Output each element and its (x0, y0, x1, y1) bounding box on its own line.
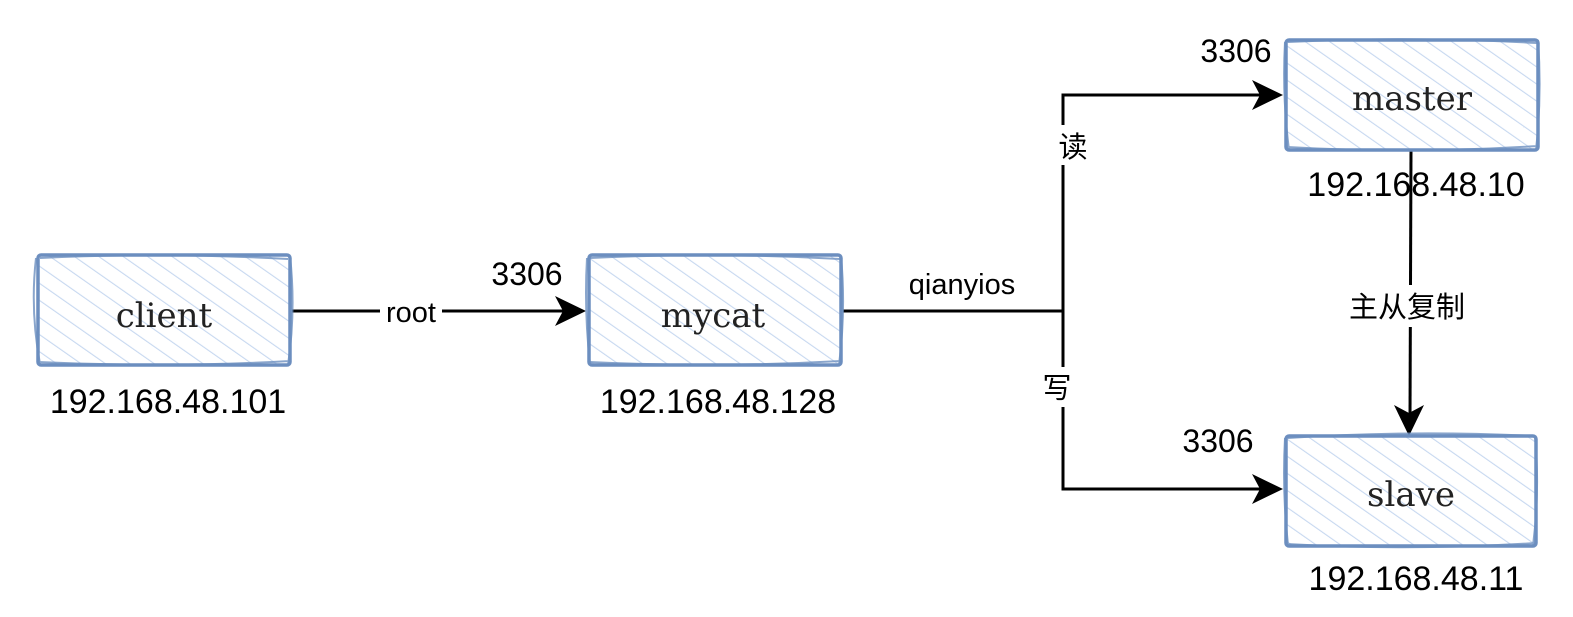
svg-text:qianyios: qianyios (909, 269, 1015, 301)
port-label-mycat: 3306 (491, 256, 562, 292)
node-label-mycat: mycat (661, 296, 766, 336)
edge-replication[interactable] (1394, 149, 1424, 436)
node-client[interactable]: client (32, 253, 294, 367)
edge-to-slave[interactable] (1061, 311, 1283, 504)
port-label-master: 3306 (1200, 33, 1271, 69)
node-label-master: master (1352, 79, 1473, 119)
edge-label-root: root (380, 296, 442, 329)
node-master[interactable]: master (1283, 38, 1541, 152)
edge-to-master[interactable] (1061, 80, 1283, 311)
edge-label-replication: 主从复制 (1336, 285, 1478, 327)
ip-label-slave: 192.168.48.11 (1309, 560, 1524, 598)
port-label-slave: 3306 (1182, 423, 1253, 459)
svg-text:root: root (386, 297, 436, 329)
edge-label-read: 读 (1055, 125, 1088, 165)
arrowhead-icon (555, 296, 586, 326)
edge-label-qianyios: qianyios (909, 269, 1015, 301)
svg-text:读: 读 (1058, 131, 1087, 164)
ip-label-mycat: 192.168.48.128 (600, 383, 836, 421)
edge-label-write: 写 (1040, 367, 1074, 407)
ip-label-client: 192.168.48.101 (50, 383, 286, 421)
node-mycat[interactable]: mycat (585, 253, 845, 367)
node-label-client: client (116, 296, 213, 336)
arrowhead-icon (1394, 405, 1424, 436)
svg-text:主从复制: 主从复制 (1349, 291, 1465, 324)
node-label-slave: slave (1367, 475, 1455, 515)
arrowhead-icon (1252, 80, 1283, 110)
arrowhead-icon (1252, 474, 1283, 504)
node-slave[interactable]: slave (1283, 432, 1539, 549)
svg-text:写: 写 (1042, 373, 1071, 405)
ip-label-master: 192.168.48.10 (1307, 166, 1524, 204)
